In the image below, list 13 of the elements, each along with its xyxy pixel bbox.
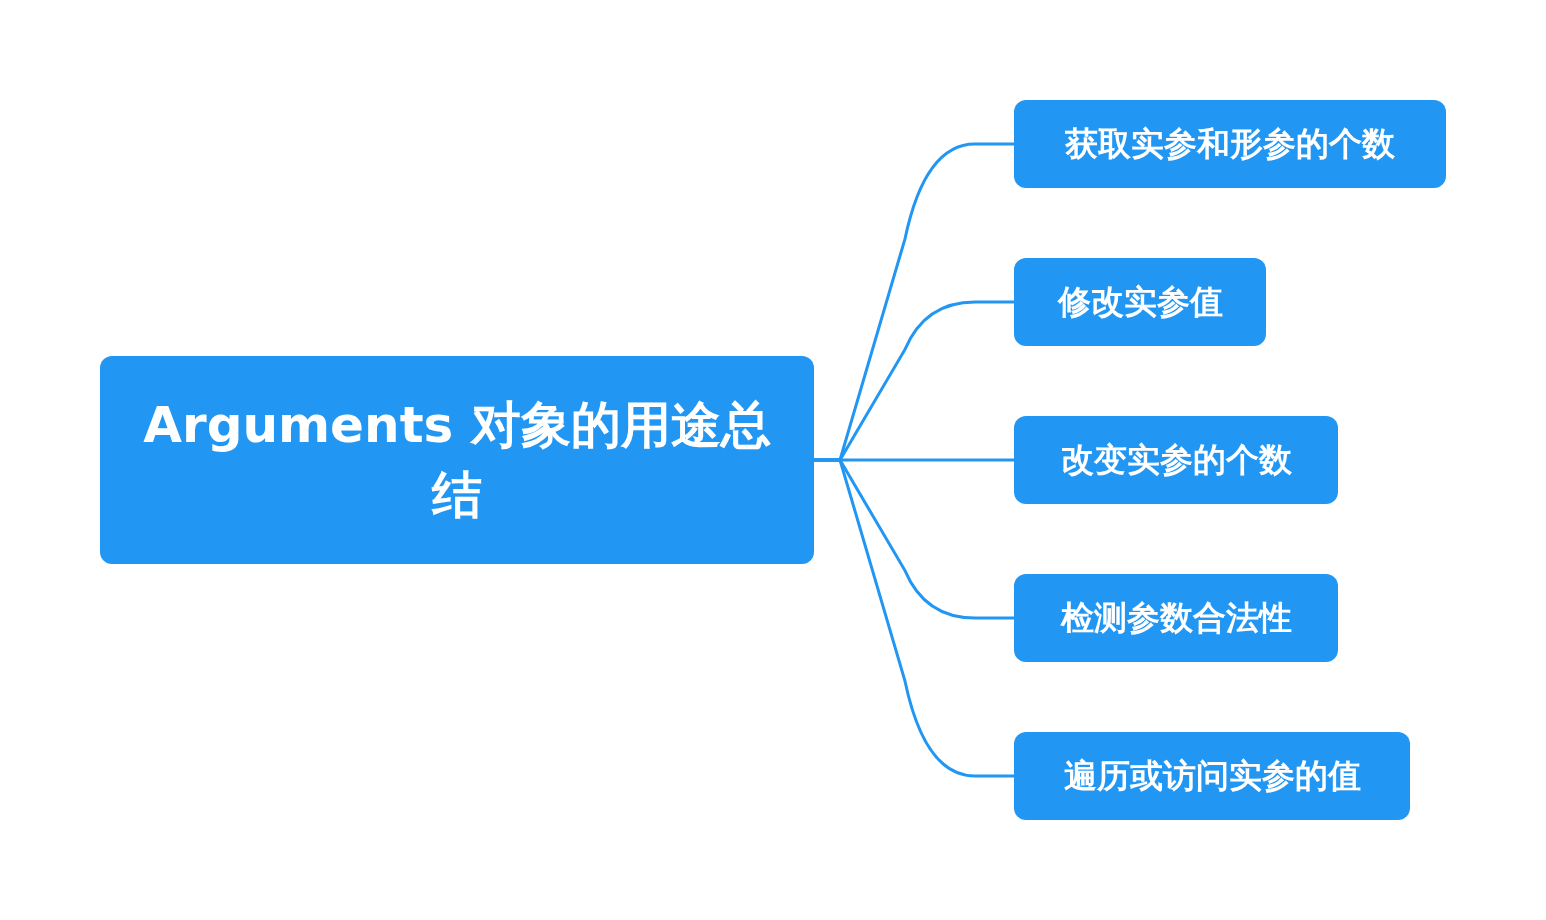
topic-text: 修改实参值 [1057,281,1223,323]
subtopic-box [1014,258,1266,346]
topic-text: 改变实参的个数 [1060,439,1292,481]
topic-text: 遍历或访问实参的值 [1063,755,1361,797]
connector-line [814,458,1014,778]
subtopic-box [1014,574,1338,662]
subtopic-box [1014,416,1338,504]
topic-text: 获取实参和形参的个数 [1065,123,1395,165]
root-topic-box [100,356,814,564]
topic-text: Arguments 对象的用途总结 [142,395,772,526]
subtopic-box [1014,100,1446,188]
topic-text: 检测参数合法性 [1060,597,1292,639]
subtopic-box [1014,732,1410,820]
